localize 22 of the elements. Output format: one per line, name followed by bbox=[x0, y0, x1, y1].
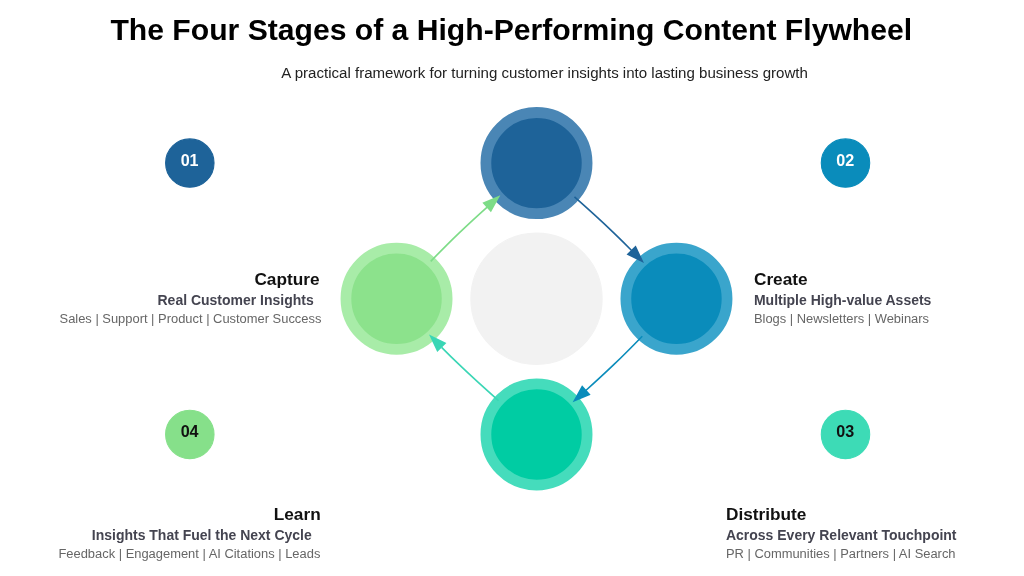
node-label: Feedback | Engagement | AI Citations | Leads bbox=[58, 546, 321, 562]
node-label: Distribute bbox=[725, 503, 807, 524]
arrow bbox=[573, 196, 644, 264]
node-circle: 01 bbox=[165, 138, 215, 188]
node-label: Create bbox=[753, 268, 808, 289]
node-label: Multiple High-value Assets bbox=[753, 291, 932, 308]
node-circle: 02 bbox=[820, 138, 871, 188]
arrow bbox=[429, 195, 501, 263]
arrow bbox=[429, 334, 500, 402]
node-label: Insights That Fuel the Next Cycle bbox=[91, 526, 312, 543]
node-label: Blogs | Newsletters | Webinars bbox=[753, 311, 930, 327]
arrow bbox=[572, 335, 644, 403]
node-circle: 04 bbox=[165, 409, 215, 460]
node-label: Sales | Support | Product | Customer Success bbox=[59, 311, 322, 327]
diagram-title: The Four Stages of a High-Performing Content Flywheel bbox=[110, 12, 913, 46]
node-label: Capture bbox=[254, 268, 320, 289]
node-label: PR | Communities | Partners | AI Search bbox=[725, 546, 956, 562]
label: A practical framework for turning customer insights into lasting business growth bbox=[281, 63, 808, 81]
node-circle: 03 bbox=[820, 409, 871, 460]
node-label: Learn bbox=[273, 503, 321, 524]
node-label: Real Customer Insights bbox=[157, 291, 314, 308]
node-label: Across Every Relevant Touchpoint bbox=[725, 526, 957, 543]
